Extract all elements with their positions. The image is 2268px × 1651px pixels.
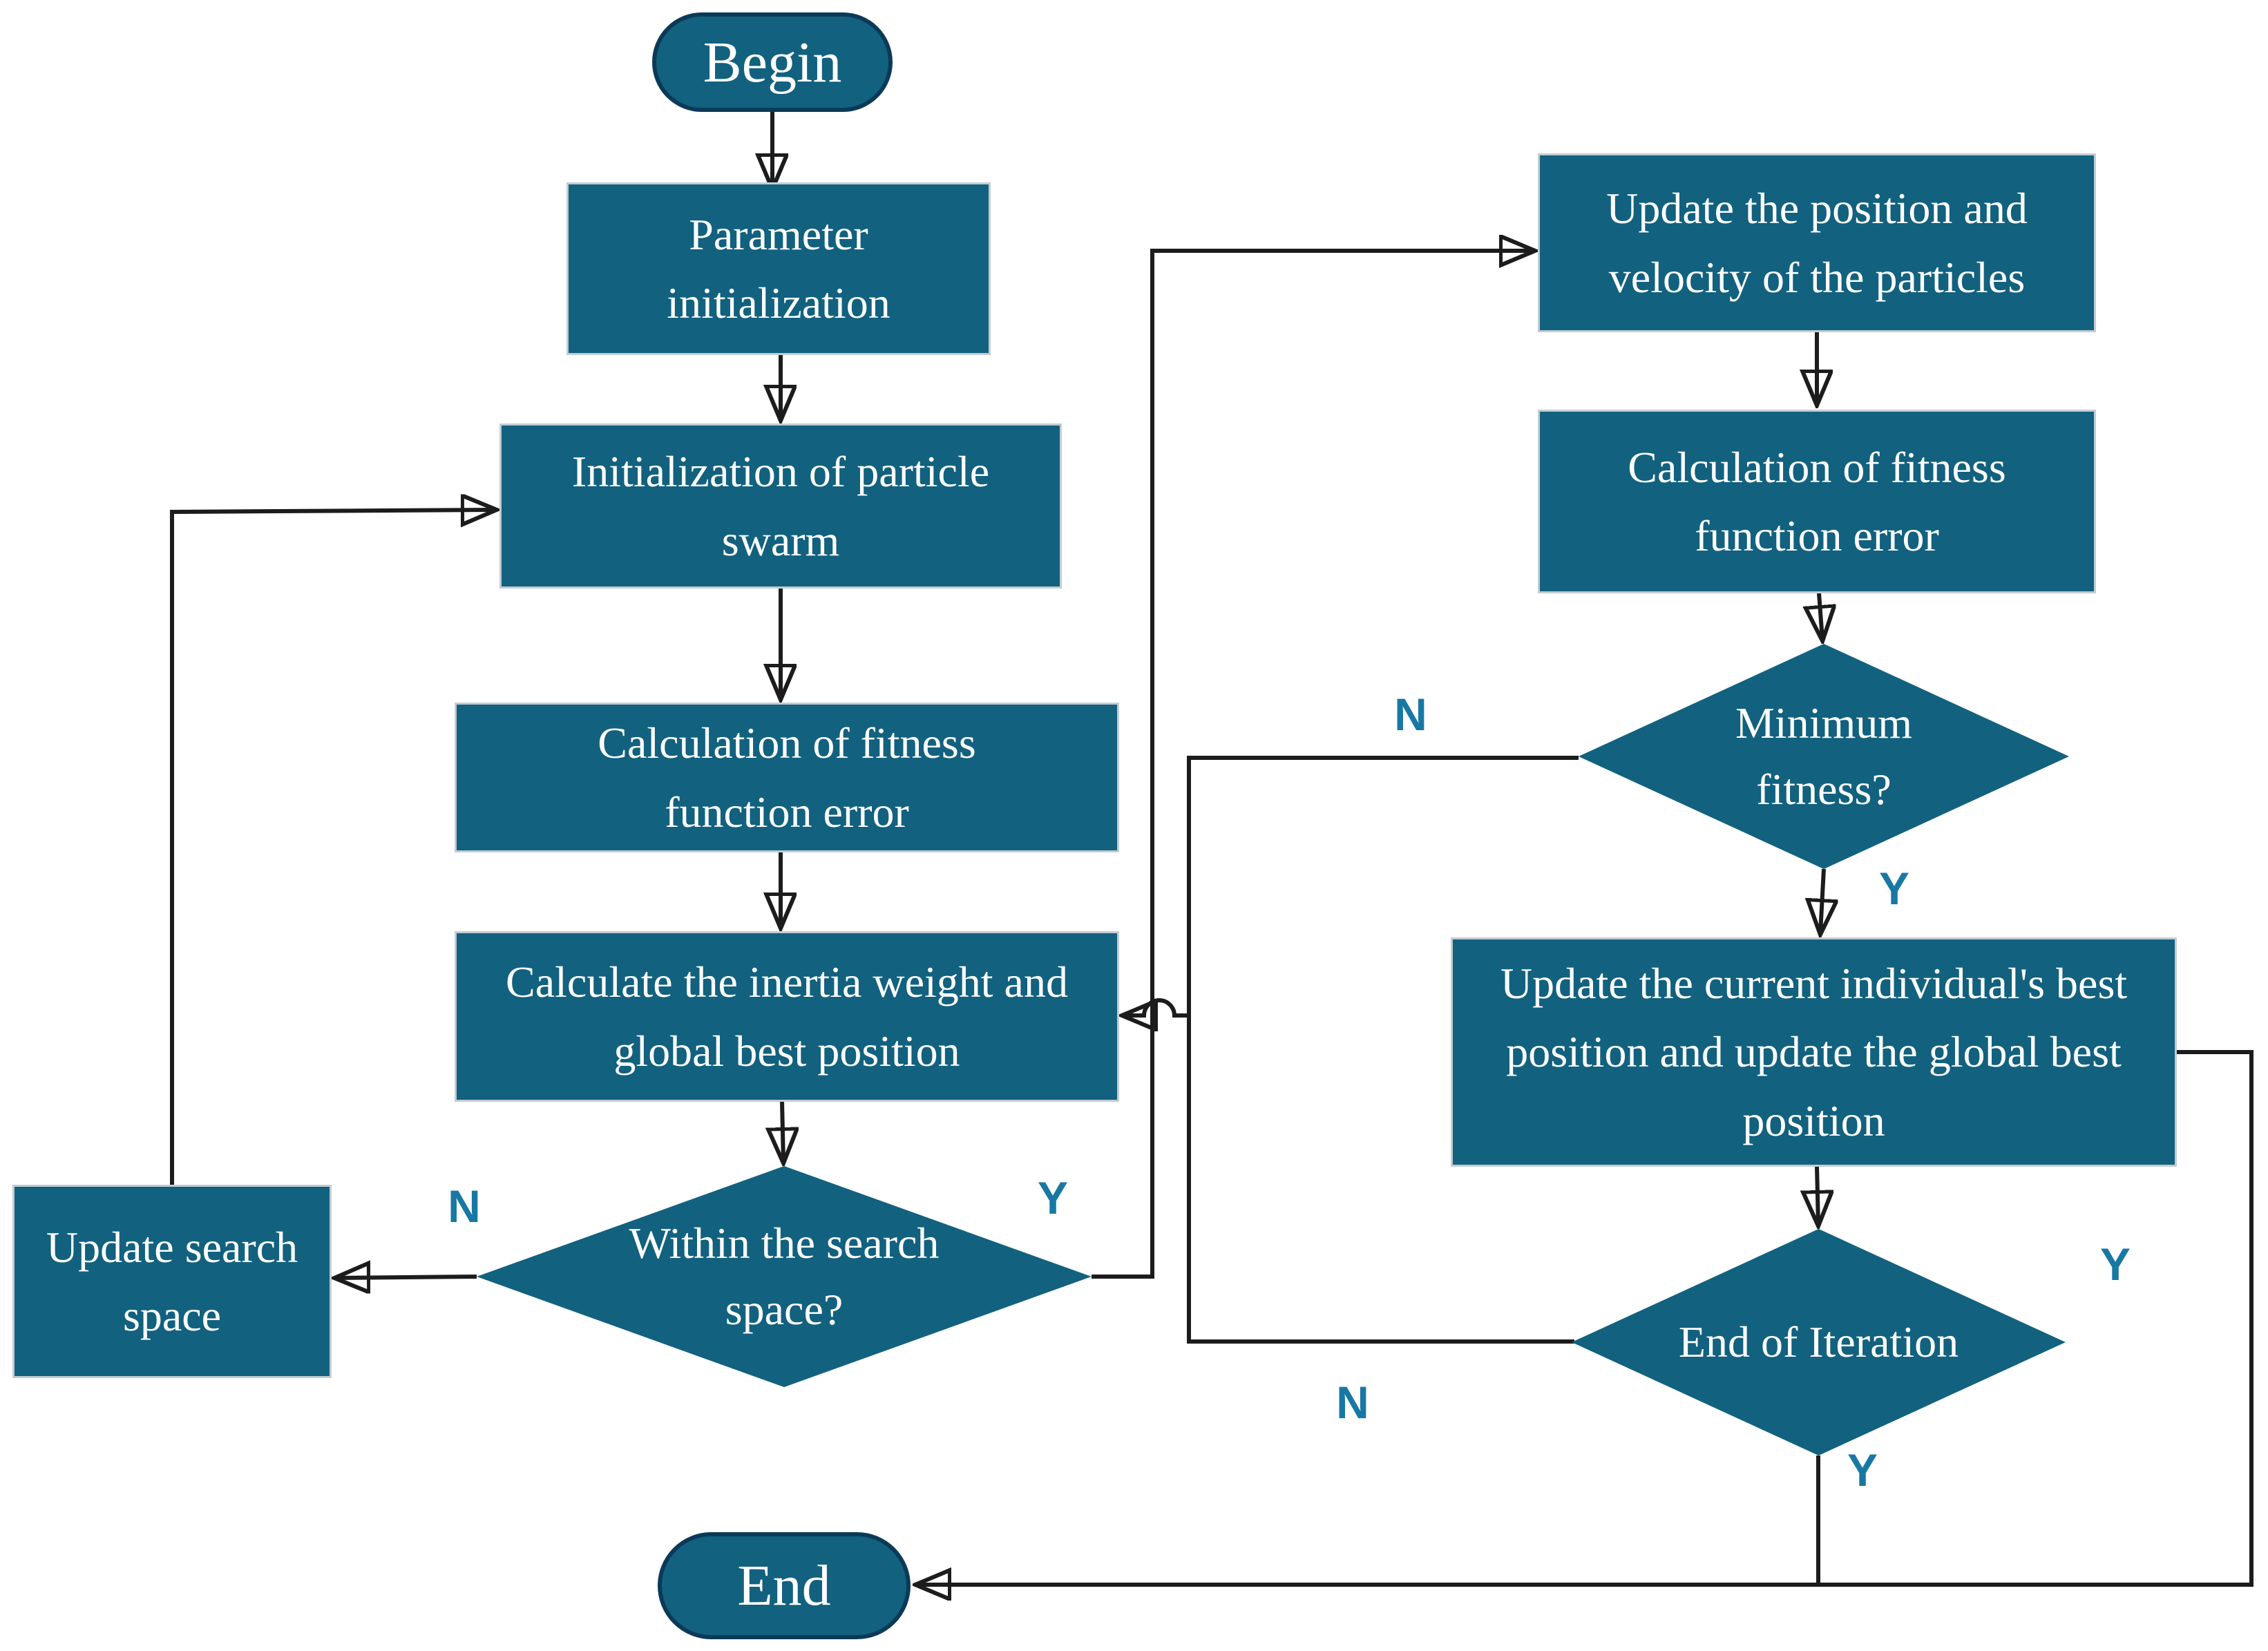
edge-update-best-to-end-iteration xyxy=(1817,1166,1818,1225)
node-update-individual-best-label: Update the current individual's best pos… xyxy=(1500,959,2128,1145)
node-initialization-of-particle-swarm: Initialization of particle swarm xyxy=(499,423,1062,589)
node-end-label: End xyxy=(737,1554,831,1618)
branch-label-end-iteration-n: N xyxy=(1336,1377,1369,1428)
node-calculation-of-fitness-function-error-right: Calculation of fitness function error xyxy=(1538,410,2096,593)
node-update-search-space: Update search space xyxy=(12,1185,332,1378)
node-update-position-velocity-label: Update the position and velocity of the … xyxy=(1606,184,2028,302)
node-calculation-of-fitness-function-error-right-label: Calculation of fitness function error xyxy=(1628,442,2006,560)
branch-label-within-search-n: N xyxy=(448,1181,481,1232)
edge-within-search-y-to-update-pos-vel xyxy=(1092,251,1534,1279)
edge-merge-to-calc-inertia xyxy=(1123,1000,1189,1015)
node-end: End xyxy=(658,1532,911,1639)
node-calculate-inertia-weight-label: Calculate the inertia weight and global … xyxy=(506,957,1068,1076)
node-end-of-iteration-label: End of Iteration xyxy=(1678,1317,1959,1366)
edge-right-margin-to-end xyxy=(917,1050,2253,1585)
branch-label-min-fitness-y: Y xyxy=(1878,863,1910,914)
node-calculation-of-fitness-function-error-left: Calculation of fitness function error xyxy=(455,703,1119,852)
node-calculate-inertia-weight: Calculate the inertia weight and global … xyxy=(455,931,1119,1102)
node-within-search-space-label: Within the search space? xyxy=(629,1219,940,1334)
node-update-search-space-label: Update search space xyxy=(46,1222,298,1340)
edge-calc-fitness-right-to-min-fitness xyxy=(1819,593,1822,640)
node-parameter-initialization-label: Parameter initialization xyxy=(667,209,890,327)
branch-label-min-fitness-n: N xyxy=(1394,689,1427,740)
node-calculation-of-fitness-function-error-left-label: Calculation of fitness function error xyxy=(598,718,976,837)
node-begin-label: Begin xyxy=(703,30,842,95)
node-parameter-initialization: Parameter initialization xyxy=(566,182,991,355)
edge-min-fitness-y-to-update-best xyxy=(1820,868,1824,933)
edge-calc-inertia-to-within-search xyxy=(782,1101,783,1162)
node-update-individual-best: Update the current individual's best pos… xyxy=(1451,937,2177,1167)
node-begin: Begin xyxy=(652,12,893,112)
branch-label-within-search-y: Y xyxy=(1037,1172,1069,1223)
node-minimum-fitness-label: Minimum fitness? xyxy=(1735,698,1913,814)
edge-update-search-to-init-swarm xyxy=(170,510,495,1185)
node-update-position-velocity: Update the position and velocity of the … xyxy=(1538,153,2096,332)
node-initialization-of-particle-swarm-label: Initialization of particle swarm xyxy=(571,447,990,565)
edge-n-branches-merge-loop xyxy=(1187,756,1579,1344)
edge-within-search-n-to-update-search xyxy=(336,1277,477,1278)
branch-label-end-iteration-y-bottom: Y xyxy=(1847,1444,1878,1496)
branch-label-end-iteration-y-right: Y xyxy=(2099,1239,2131,1290)
